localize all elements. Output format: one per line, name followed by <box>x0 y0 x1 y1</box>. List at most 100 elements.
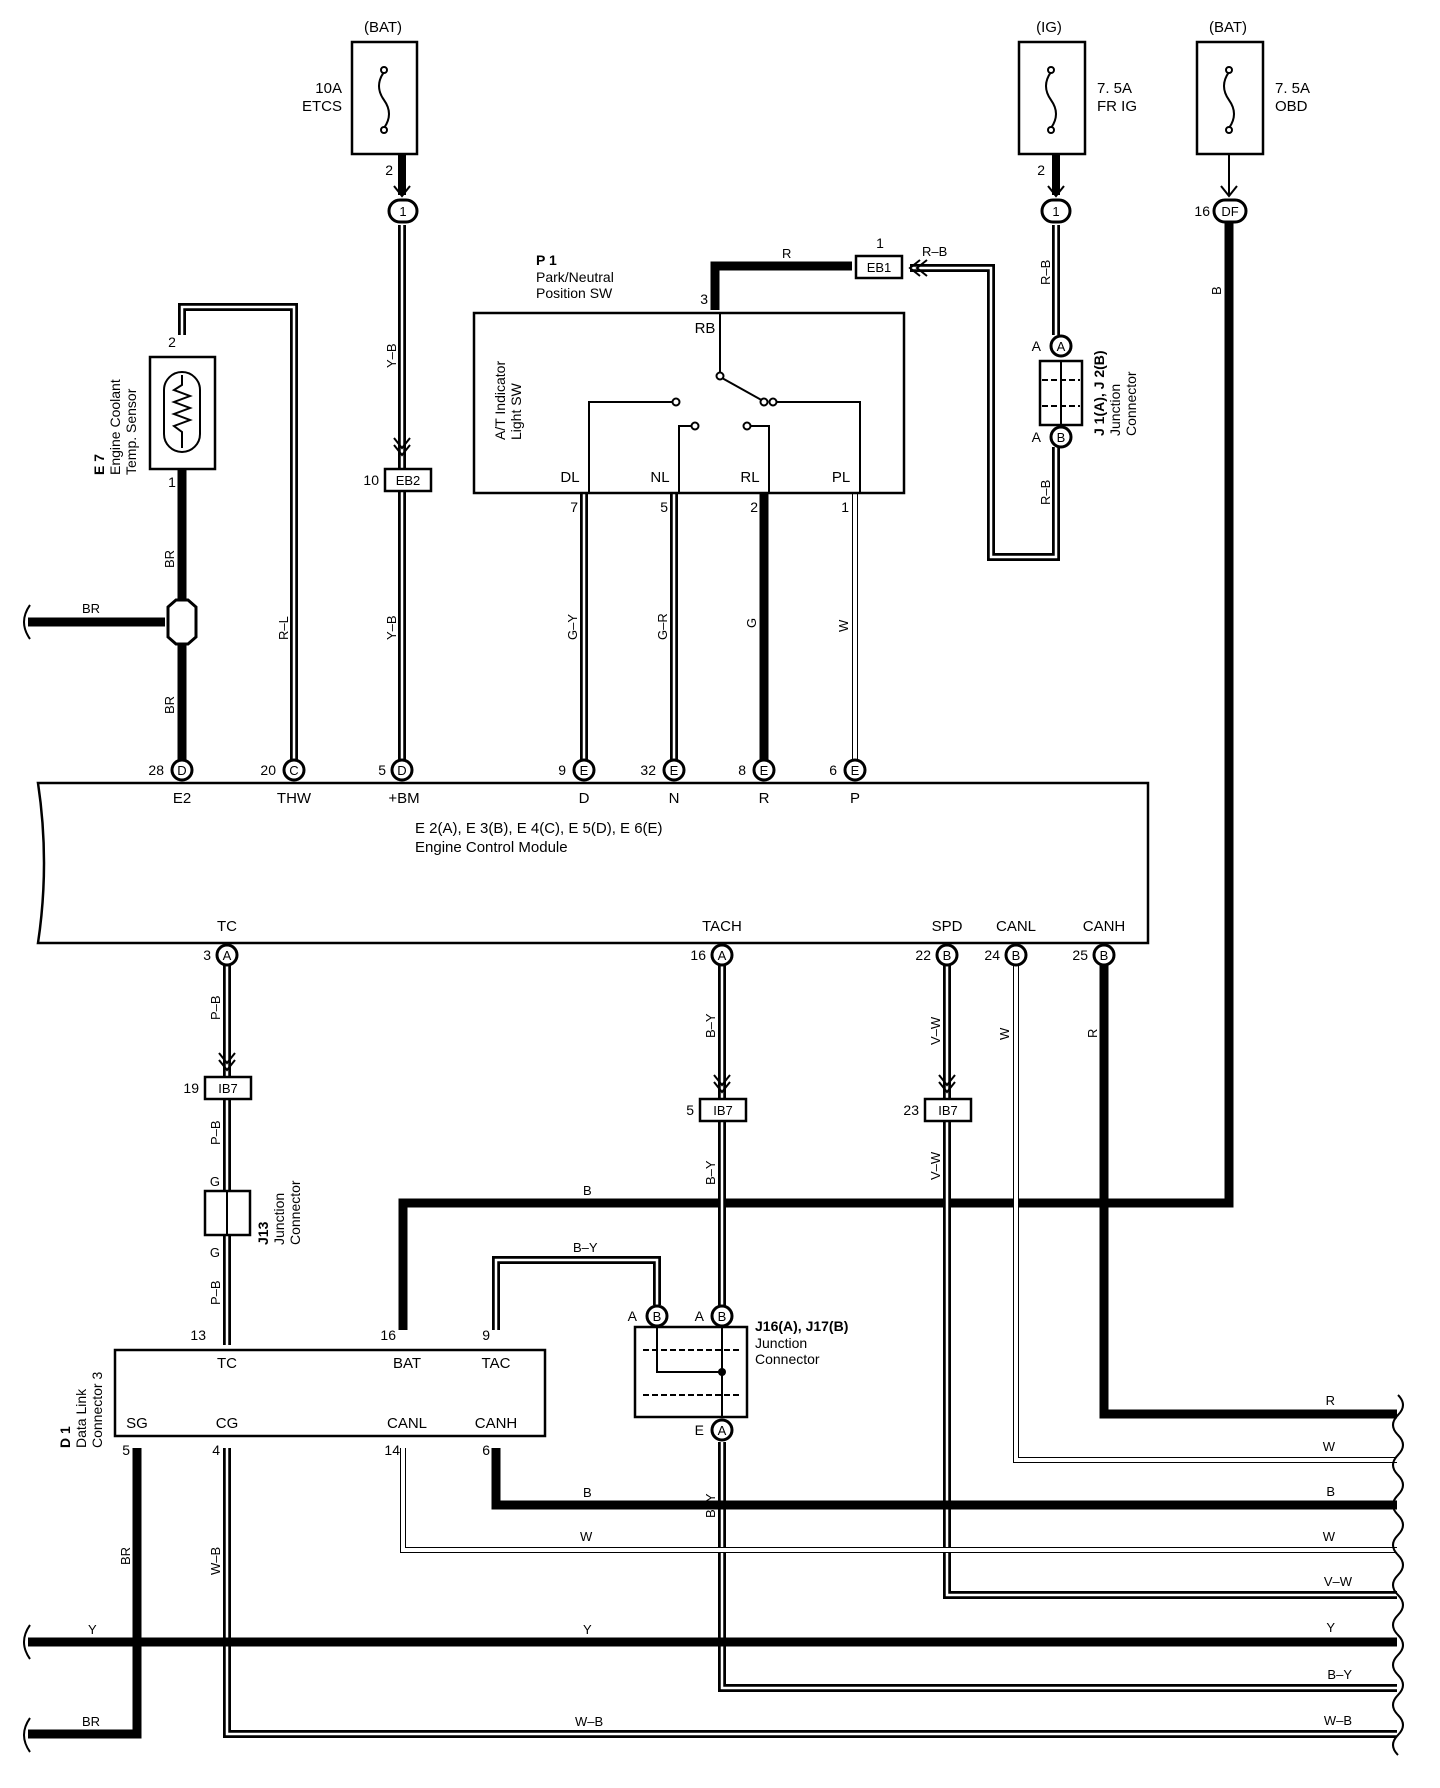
conn-fr-ig-1: 1 <box>1040 198 1072 224</box>
svg-text:W–B: W–B <box>1324 1713 1352 1728</box>
engine-coolant-temp-sensor: 2 1 E 7 Engine Coolant Temp. Sensor <box>91 334 217 490</box>
svg-text:W: W <box>1323 1439 1336 1454</box>
svg-text:Position SW: Position SW <box>536 285 613 301</box>
svg-text:B–Y: B–Y <box>1327 1667 1352 1682</box>
svg-text:E: E <box>760 763 769 778</box>
svg-text:7. 5A: 7. 5A <box>1097 80 1132 97</box>
wire-y: Y Y <box>23 1622 1397 1660</box>
svg-text:SG: SG <box>126 1415 148 1432</box>
svg-text:Y: Y <box>1326 1620 1335 1635</box>
svg-text:1: 1 <box>876 235 884 251</box>
svg-text:D: D <box>397 763 406 778</box>
svg-text:A: A <box>1032 338 1042 354</box>
wire-w-canl-dlc: W <box>400 1448 1397 1553</box>
svg-text:10: 10 <box>363 472 379 488</box>
svg-text:A: A <box>223 948 232 963</box>
svg-text:BR: BR <box>118 1547 133 1565</box>
svg-text:BR: BR <box>82 601 100 616</box>
svg-text:E: E <box>695 1422 704 1438</box>
svg-text:DF: DF <box>1221 204 1238 219</box>
svg-text:THW: THW <box>277 790 312 807</box>
svg-text:Light SW: Light SW <box>508 382 524 440</box>
svg-text:V–W: V–W <box>1324 1574 1353 1589</box>
svg-text:G–Y: G–Y <box>565 614 580 640</box>
svg-text:SPD: SPD <box>932 918 963 935</box>
svg-text:16: 16 <box>690 947 706 963</box>
svg-text:Y–B: Y–B <box>384 615 399 640</box>
svg-text:Engine Control Module: Engine Control Module <box>415 839 568 856</box>
svg-text:E 2(A), E 3(B), E 4(C), E 5(D): E 2(A), E 3(B), E 4(C), E 5(D), E 6(E) <box>415 820 663 837</box>
wire-br-e2: BR BR BR <box>23 467 198 760</box>
wire-b-canh-dlc: B <box>491 1448 1397 1510</box>
svg-text:Engine Coolant: Engine Coolant <box>107 379 123 475</box>
svg-text:BR: BR <box>162 550 177 568</box>
svg-text:NL: NL <box>650 469 669 486</box>
svg-text:J 1(A), J 2(B): J 1(A), J 2(B) <box>1091 350 1107 436</box>
conn-obd-df: DF <box>1212 198 1248 224</box>
svg-text:RL: RL <box>740 469 759 486</box>
svg-text:R–L: R–L <box>276 616 291 640</box>
svg-text:7. 5A: 7. 5A <box>1275 80 1310 97</box>
svg-text:BAT: BAT <box>393 1355 421 1372</box>
svg-text:(IG): (IG) <box>1036 19 1062 36</box>
svg-text:R–B: R–B <box>1038 260 1053 285</box>
svg-text:IB7: IB7 <box>713 1103 733 1118</box>
svg-text:C: C <box>289 763 298 778</box>
svg-text:R–B: R–B <box>1038 480 1053 505</box>
svg-text:G: G <box>210 1245 220 1260</box>
svg-text:E 7: E 7 <box>91 454 107 475</box>
svg-text:B–Y: B–Y <box>703 1160 718 1185</box>
svg-text:Connector: Connector <box>1123 371 1139 436</box>
wire-r-canh: R <box>1085 955 1397 1419</box>
svg-text:R: R <box>1326 1393 1335 1408</box>
svg-text:A: A <box>628 1308 638 1324</box>
svg-text:V–W: V–W <box>928 1016 943 1045</box>
svg-text:G–R: G–R <box>655 613 670 640</box>
svg-text:5: 5 <box>122 1442 130 1458</box>
svg-text:E2: E2 <box>173 790 191 807</box>
svg-text:R: R <box>759 790 770 807</box>
wire-b-y-bus: B–Y <box>703 1442 1397 1692</box>
svg-text:+BM: +BM <box>388 790 419 807</box>
connector-eb1: EB1 1 <box>854 235 904 280</box>
svg-text:CANL: CANL <box>996 918 1036 935</box>
svg-text:1: 1 <box>841 499 849 515</box>
pin-etcs-2: 2 <box>385 162 393 178</box>
svg-text:W–B: W–B <box>575 1714 603 1729</box>
wire-g-r: G <box>744 490 769 760</box>
connector-eb2: EB2 10 <box>363 467 433 493</box>
junction-connector-j1-j2: A A B A J 1(A), J 2(B) Junction Connecto… <box>1032 334 1139 449</box>
svg-text:W: W <box>997 1027 1012 1040</box>
svg-text:BR: BR <box>162 696 177 714</box>
fuse-fr-ig: (IG) 7. 5A FR IG <box>1017 19 1137 156</box>
svg-text:D: D <box>579 790 590 807</box>
fuse-obd: (BAT) 7. 5A OBD <box>1195 19 1310 156</box>
svg-text:E: E <box>670 763 679 778</box>
svg-text:CANH: CANH <box>475 1415 518 1432</box>
svg-text:TC: TC <box>217 918 237 935</box>
svg-text:5: 5 <box>660 499 668 515</box>
connector-ib7-spd: IB7 23 <box>903 1097 973 1123</box>
svg-text:24: 24 <box>984 947 1000 963</box>
svg-text:14: 14 <box>384 1442 400 1458</box>
svg-text:Park/Neutral: Park/Neutral <box>536 269 614 285</box>
svg-text:9: 9 <box>482 1327 490 1343</box>
wire-w-p: W <box>836 490 858 760</box>
svg-text:1: 1 <box>399 204 406 219</box>
svg-text:20: 20 <box>260 762 276 778</box>
svg-text:4: 4 <box>212 1442 220 1458</box>
svg-text:R–B: R–B <box>922 244 947 259</box>
svg-text:A: A <box>718 1423 727 1438</box>
svg-text:A: A <box>718 948 727 963</box>
svg-text:W–B: W–B <box>208 1547 223 1575</box>
svg-text:E: E <box>580 763 589 778</box>
svg-text:B: B <box>718 1309 727 1324</box>
ecm-bottom-pins: A 3 A 16 B 22 B 24 B 25 <box>203 943 1116 967</box>
svg-text:B–Y: B–Y <box>703 1013 718 1038</box>
wire-br-sg: BR BR <box>23 1448 142 1753</box>
svg-text:32: 32 <box>640 762 656 778</box>
svg-text:B: B <box>1057 430 1066 445</box>
svg-text:D: D <box>177 763 186 778</box>
svg-text:19: 19 <box>183 1080 199 1096</box>
svg-text:R: R <box>1085 1029 1100 1038</box>
